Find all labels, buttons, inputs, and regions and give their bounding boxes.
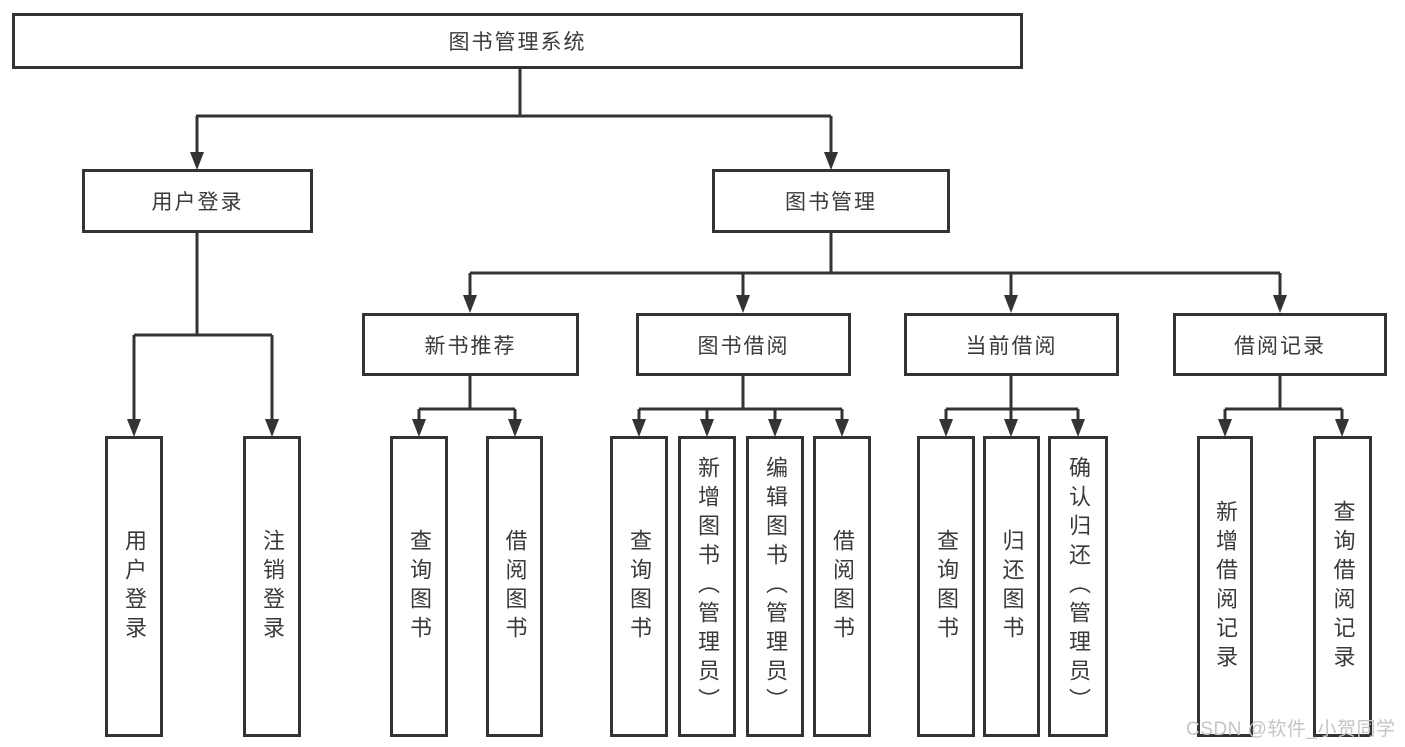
node-current-borrow: 当前借阅 (904, 313, 1119, 376)
leaf-br-add-record-label: 新增借阅记录 (1213, 499, 1238, 674)
leaf-bb-add-books-admin-label: 新增图书（管理员） (695, 456, 720, 717)
node-new-book-recommend-label: 新书推荐 (424, 334, 517, 358)
node-user-login-label: 用户登录 (151, 191, 244, 214)
leaf-cb-query-books-label: 查询图书 (934, 528, 959, 645)
leaf-bb-edit-books-admin-label: 编辑图书（管理员） (763, 456, 788, 717)
leaf-br-query-record: 查询借阅记录 (1313, 436, 1372, 737)
leaf-bb-query-books: 查询图书 (610, 436, 668, 737)
node-borrow-records-label: 借阅记录 (1234, 334, 1326, 358)
leaf-bb-add-books-admin: 新增图书（管理员） (678, 436, 736, 737)
leaf-br-query-record-label: 查询借阅记录 (1330, 499, 1356, 674)
leaf-logout-label: 注销登录 (260, 528, 285, 645)
node-new-book-recommend: 新书推荐 (362, 313, 579, 376)
node-current-borrow-label: 当前借阅 (965, 334, 1058, 358)
leaf-cb-confirm-return-admin-label: 确认归还（管理员） (1066, 456, 1091, 717)
leaf-user-login-label: 用户登录 (122, 528, 147, 645)
leaf-logout: 注销登录 (243, 436, 301, 737)
leaf-br-add-record: 新增借阅记录 (1197, 436, 1253, 737)
node-book-management-label: 图书管理 (785, 191, 877, 214)
node-book-borrow: 图书借阅 (636, 313, 851, 376)
watermark-text: CSDN @软件_小贺同学 (1186, 719, 1396, 740)
leaf-bb-borrow-books-label: 借阅图书 (830, 528, 855, 645)
leaf-user-login: 用户登录 (105, 436, 163, 737)
leaf-cb-query-books: 查询图书 (917, 436, 975, 737)
node-user-login: 用户登录 (82, 169, 313, 233)
node-root-system: 图书管理系统 (12, 13, 1023, 69)
node-book-borrow-label: 图书借阅 (697, 334, 790, 358)
leaf-rec-query-books: 查询图书 (390, 436, 448, 737)
leaf-rec-borrow-books-label: 借阅图书 (502, 528, 528, 645)
leaf-cb-return-books-label: 归还图书 (999, 528, 1025, 645)
node-borrow-records: 借阅记录 (1173, 313, 1387, 376)
leaf-bb-borrow-books: 借阅图书 (813, 436, 871, 737)
node-root-system-label: 图书管理系统 (448, 31, 587, 54)
leaf-rec-borrow-books: 借阅图书 (486, 436, 543, 737)
leaf-cb-return-books: 归还图书 (983, 436, 1040, 737)
leaf-bb-edit-books-admin: 编辑图书（管理员） (746, 436, 804, 737)
leaf-bb-query-books-label: 查询图书 (627, 528, 652, 645)
leaf-rec-query-books-label: 查询图书 (407, 528, 432, 645)
node-book-management: 图书管理 (712, 169, 950, 233)
leaf-cb-confirm-return-admin: 确认归还（管理员） (1048, 436, 1108, 737)
